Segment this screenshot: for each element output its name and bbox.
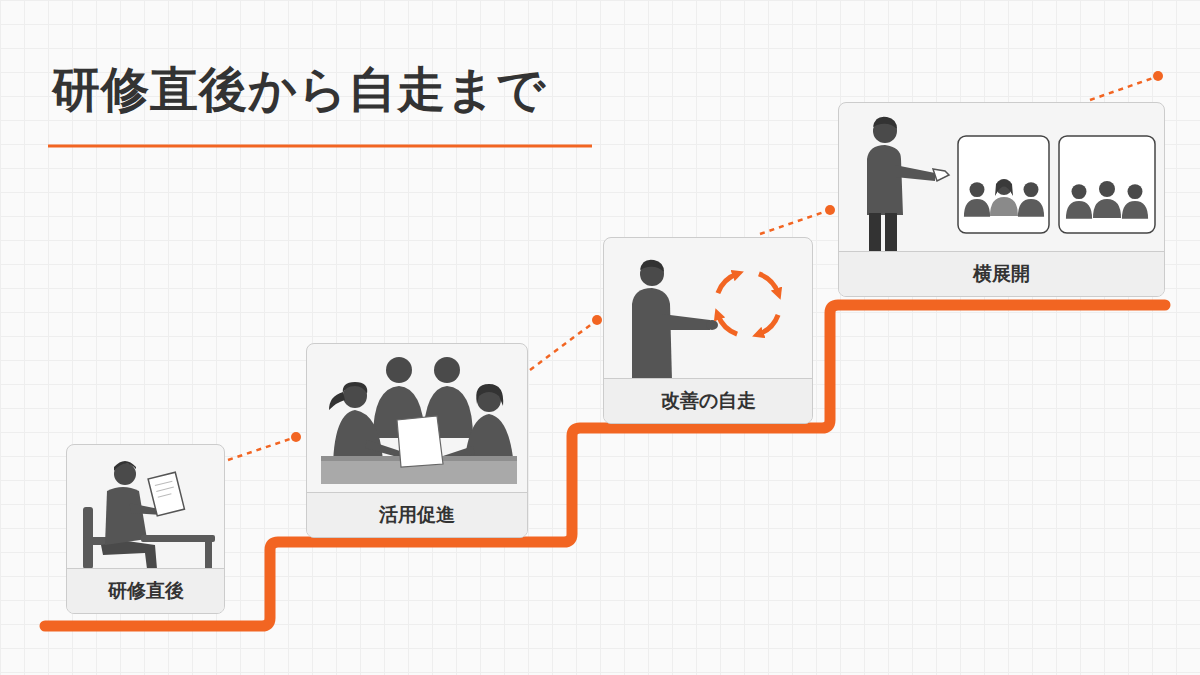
label-band: 研修直後: [67, 568, 224, 613]
step-label: 活用促進: [379, 502, 455, 528]
title-underline: [48, 145, 592, 148]
reading-illustration: [67, 445, 224, 569]
step-card: 横展開: [838, 102, 1165, 297]
title: 研修直後から自走まで: [52, 58, 546, 122]
meeting-illustration: [307, 344, 527, 495]
dotted-connector: [530, 315, 602, 370]
dotted-connector: [228, 432, 301, 460]
step-label: 研修直後: [108, 578, 184, 604]
step-card: 活用促進: [306, 343, 528, 538]
label-band: 横展開: [839, 251, 1164, 296]
label-band: 活用促進: [307, 492, 527, 537]
rollout-illustration: [839, 103, 1164, 252]
step-card: 研修直後: [66, 444, 225, 614]
dotted-connector: [760, 205, 835, 234]
trail-dot: [1153, 71, 1163, 81]
step-card: 改善の自走: [603, 237, 813, 424]
improvement-cycle-illustration: [604, 238, 812, 381]
step-label: 横展開: [973, 261, 1030, 287]
label-band: 改善の自走: [604, 378, 812, 423]
trail-dotted-line: [1090, 78, 1153, 100]
step-label: 改善の自走: [661, 388, 756, 414]
